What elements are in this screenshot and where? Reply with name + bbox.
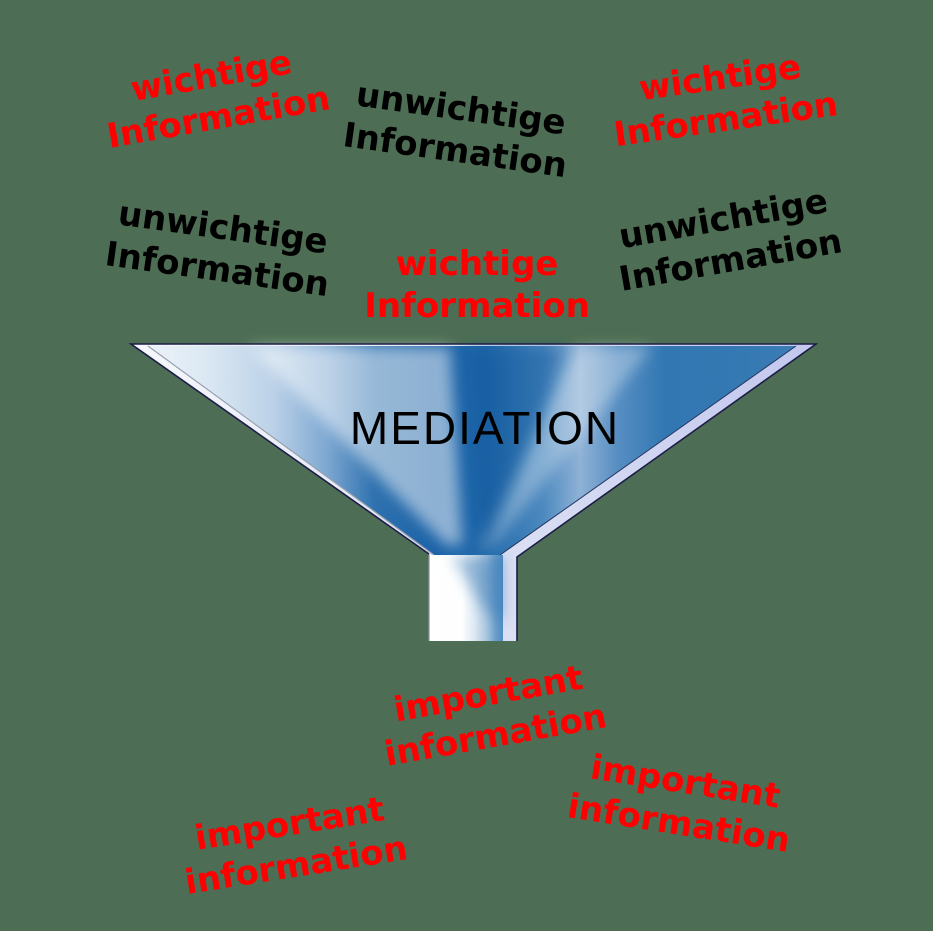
funnel-left-inner-line — [147, 345, 435, 556]
funnel-title: MEDIATION — [349, 402, 621, 454]
funnel-highlight-left — [250, 347, 462, 545]
funnel-shadow-center — [468, 347, 565, 550]
funnel-right-inner-line — [499, 345, 797, 556]
funnel-outline — [128, 343, 819, 641]
label-wichtige-mid-center: wichtige Information — [364, 243, 590, 326]
funnel-highlight-right — [478, 347, 652, 548]
funnel-stem-shade — [452, 556, 503, 622]
